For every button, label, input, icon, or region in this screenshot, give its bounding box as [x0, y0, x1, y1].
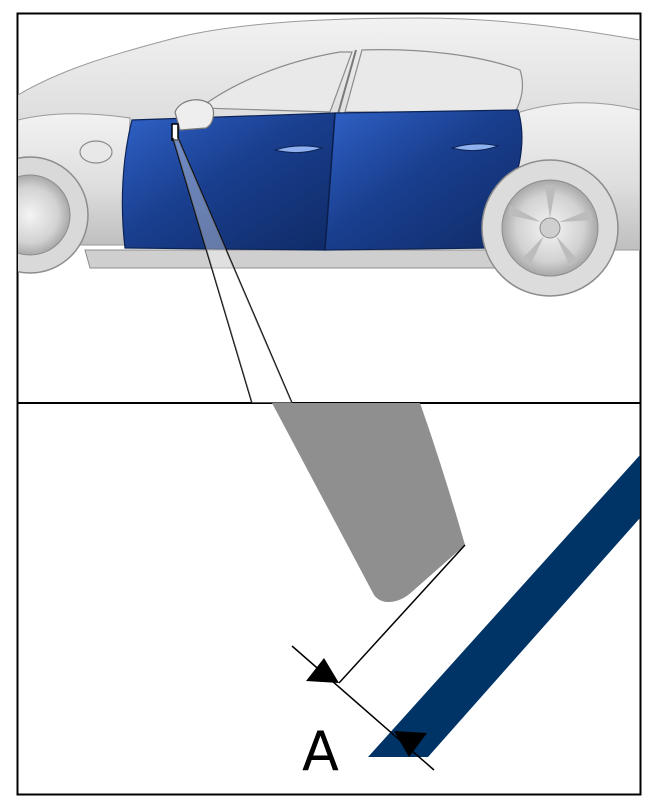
charge-port-flap — [79, 140, 113, 164]
rear-door-handle — [450, 143, 500, 152]
front-door-panel — [121, 112, 336, 251]
dimension-arrow-lower — [394, 731, 427, 757]
seal-strip — [368, 455, 640, 757]
upper-view-car — [18, 17, 640, 297]
front-door-handle — [273, 145, 324, 154]
zoom-callout — [171, 123, 293, 404]
rear-wheel — [481, 159, 619, 297]
front-side-window — [198, 51, 353, 113]
door-split-line — [324, 112, 336, 251]
lower-view-detail — [272, 403, 640, 771]
zoom-source-marker — [171, 123, 179, 141]
dimension-label-a: A — [302, 720, 339, 783]
dimension-arrow-upper — [306, 658, 339, 683]
reference-line — [338, 544, 466, 684]
front-wheel — [18, 156, 89, 274]
side-mirror — [174, 99, 215, 131]
side-sill — [84, 249, 506, 269]
rear-side-window — [344, 49, 524, 113]
b-pillar — [337, 49, 357, 115]
mirror-base-detail — [272, 403, 465, 603]
